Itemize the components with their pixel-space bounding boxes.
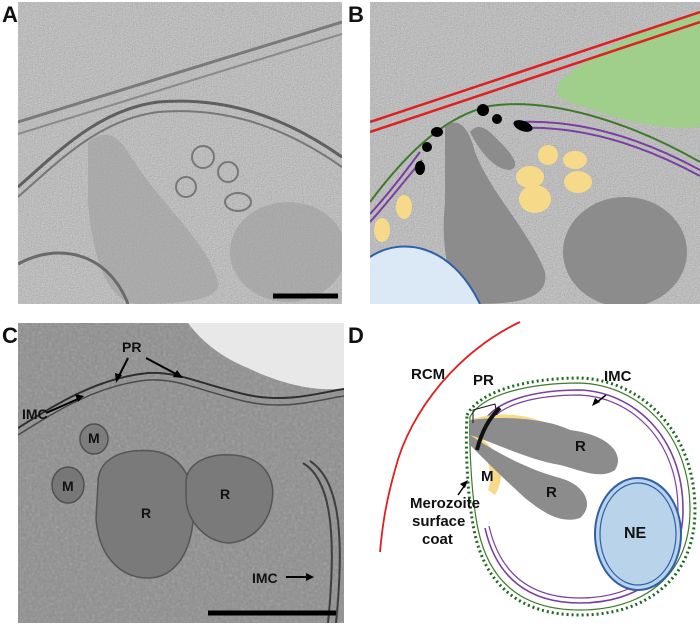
label-m-c-upper: M [88, 430, 100, 446]
label-coat-line1: Merozoite [410, 495, 481, 512]
label-ne: NE [624, 525, 647, 542]
nucleus-d [594, 477, 682, 591]
rhoptry-b-1 [443, 122, 546, 304]
label-imc-d: IMC [604, 368, 632, 385]
label-coat-line2: surface [412, 513, 466, 530]
rhoptry-a [88, 134, 219, 304]
imc-d [484, 389, 684, 604]
panel-a [18, 2, 342, 304]
panel-label-c: C [2, 323, 18, 348]
label-imc-c-left: IMC [22, 406, 48, 422]
label-r-d-upper: R [575, 438, 586, 455]
red-cell-membrane-b [370, 10, 700, 124]
label-r-c-right: R [220, 486, 231, 502]
label-pr-c: PR [122, 339, 142, 355]
panel-label-b: B [348, 2, 364, 27]
rcm-line [379, 321, 521, 553]
label-rcm: RCM [411, 366, 446, 383]
polar-ring-d [475, 406, 502, 451]
rhoptry-c-2 [185, 454, 274, 544]
label-r-c-left: R [141, 505, 152, 521]
merozoite-membrane-a [18, 99, 342, 189]
panel-a-image [18, 2, 342, 304]
imc-b [519, 120, 700, 171]
plasma-membrane-b [370, 103, 700, 203]
rhoptry-d-1 [470, 418, 618, 475]
host-region [557, 12, 700, 128]
rhoptry-c-1 [95, 449, 195, 579]
label-pr-d: PR [473, 372, 494, 389]
panel-d-schematic [379, 321, 697, 617]
panel-b-image [370, 2, 700, 304]
microneme-b [538, 145, 558, 165]
rbc-membrane-a [18, 20, 342, 124]
panel-c: PR IMC M M R R IMC [18, 323, 344, 623]
rhoptry-d-2 [470, 435, 588, 520]
nucleus-b [370, 246, 480, 304]
panel-b [370, 2, 700, 304]
panel-label-d: D [348, 323, 364, 348]
label-imc-c-right: IMC [252, 570, 278, 586]
label-m-d: M [481, 468, 494, 485]
label-r-d-lower: R [546, 484, 557, 501]
host-cytoplasm-c [188, 323, 344, 390]
panel-d: RCM PR IMC R R M NE Merozoite surface co… [370, 320, 700, 625]
label-coat-line3: coat [422, 531, 453, 548]
label-m-c-lower: M [62, 478, 74, 494]
rhoptry-b-2 [563, 197, 687, 304]
panel-label-a: A [2, 2, 18, 27]
panel-c-image [18, 323, 344, 623]
